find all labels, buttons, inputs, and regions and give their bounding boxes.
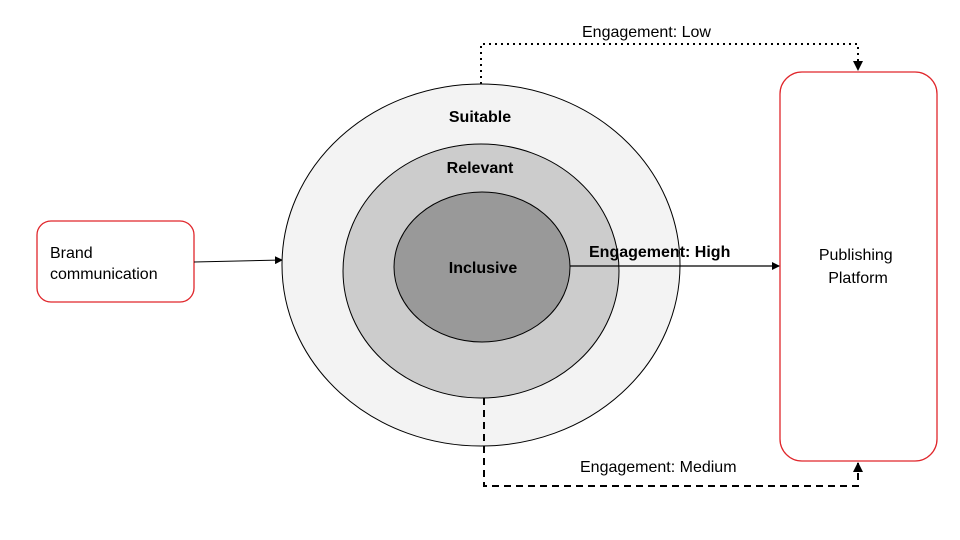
- engagement-low-path: [480, 43, 863, 84]
- engagement-medium-label: Engagement: Medium: [580, 459, 737, 476]
- publishing-platform-label: Publishing Platform: [819, 247, 897, 287]
- engagement-high-label: Engagement: High: [589, 244, 730, 261]
- engagement-medium-path: [483, 398, 863, 487]
- inclusive-ring: [393, 191, 571, 343]
- publishing-platform-line2: Platform: [828, 270, 888, 287]
- relevant-label: Relevant: [447, 160, 514, 177]
- source-to-circle-arrow: [193, 256, 283, 265]
- engagement-low-label: Engagement: Low: [582, 24, 711, 41]
- brand-communication-line2: communication: [50, 266, 158, 283]
- publishing-platform-box: [779, 71, 938, 462]
- publishing-platform-line1: Publishing: [819, 247, 893, 264]
- brand-communication-label: Brand communication: [50, 245, 158, 283]
- suitable-label: Suitable: [449, 109, 511, 126]
- inclusive-label: Inclusive: [449, 260, 518, 277]
- brand-communication-line1: Brand: [50, 245, 93, 262]
